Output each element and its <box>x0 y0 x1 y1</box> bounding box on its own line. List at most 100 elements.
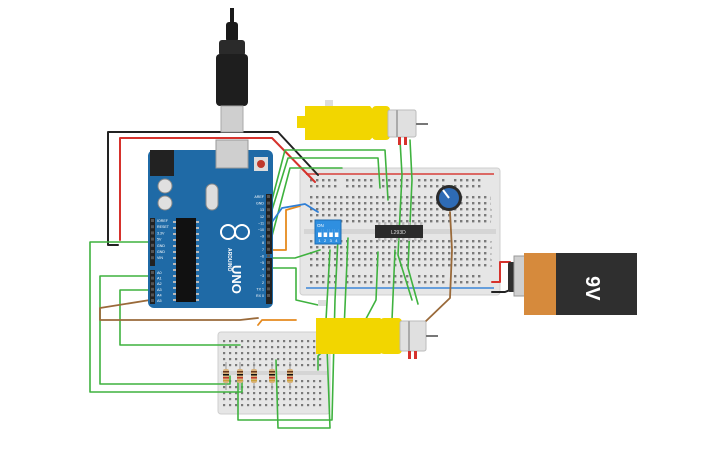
breadboard-hole[interactable] <box>358 202 361 205</box>
breadboard-hole[interactable] <box>265 340 268 343</box>
breadboard-hole[interactable] <box>466 240 469 243</box>
rail-hole[interactable] <box>436 281 439 284</box>
breadboard-hole[interactable] <box>265 364 268 367</box>
breadboard-hole[interactable] <box>277 380 280 383</box>
header-pin[interactable] <box>151 243 154 247</box>
breadboard-hole[interactable] <box>472 264 475 267</box>
breadboard-hole[interactable] <box>406 208 409 211</box>
breadboard-hole[interactable] <box>271 398 274 401</box>
resistor[interactable] <box>251 362 257 390</box>
breadboard-hole[interactable] <box>442 246 445 249</box>
breadboard-hole[interactable] <box>466 214 469 217</box>
breadboard-hole[interactable] <box>412 202 415 205</box>
breadboard-hole[interactable] <box>484 208 487 211</box>
resistor[interactable] <box>223 362 229 390</box>
breadboard-hole[interactable] <box>241 346 244 349</box>
breadboard-hole[interactable] <box>241 398 244 401</box>
breadboard-hole[interactable] <box>466 220 469 223</box>
breadboard-hole[interactable] <box>388 258 391 261</box>
breadboard-hole[interactable] <box>319 398 322 401</box>
breadboard-hole[interactable] <box>388 196 391 199</box>
breadboard-hole[interactable] <box>322 252 325 255</box>
breadboard-hole[interactable] <box>394 246 397 249</box>
breadboard-hole[interactable] <box>346 214 349 217</box>
dc-motor-bottom[interactable] <box>316 300 438 359</box>
rail-hole[interactable] <box>382 179 385 182</box>
breadboard-hole[interactable] <box>283 392 286 395</box>
rail-hole[interactable] <box>418 275 421 278</box>
rail-hole[interactable] <box>322 281 325 284</box>
rail-hole[interactable] <box>478 275 481 278</box>
breadboard-hole[interactable] <box>316 208 319 211</box>
breadboard-hole[interactable] <box>442 258 445 261</box>
breadboard-hole[interactable] <box>322 208 325 211</box>
rail-hole[interactable] <box>418 185 421 188</box>
breadboard-hole[interactable] <box>310 196 313 199</box>
breadboard-hole[interactable] <box>322 264 325 267</box>
resistor[interactable] <box>237 362 243 390</box>
breadboard-hole[interactable] <box>289 352 292 355</box>
breadboard-hole[interactable] <box>424 220 427 223</box>
breadboard-hole[interactable] <box>358 208 361 211</box>
breadboard-hole[interactable] <box>388 252 391 255</box>
breadboard-hole[interactable] <box>436 214 439 217</box>
breadboard-hole[interactable] <box>319 392 322 395</box>
header-pin[interactable] <box>267 247 270 251</box>
breadboard-hole[interactable] <box>424 246 427 249</box>
rail-hole[interactable] <box>382 185 385 188</box>
battery-9v[interactable]: 9V <box>508 253 637 315</box>
breadboard-hole[interactable] <box>283 398 286 401</box>
header-pin[interactable] <box>267 254 270 258</box>
breadboard-hole[interactable] <box>412 240 415 243</box>
header-pin[interactable] <box>151 250 154 253</box>
breadboard-hole[interactable] <box>316 246 319 249</box>
breadboard-hole[interactable] <box>352 252 355 255</box>
breadboard-hole[interactable] <box>376 202 379 205</box>
rail-hole[interactable] <box>478 185 481 188</box>
breadboard-hole[interactable] <box>478 252 481 255</box>
breadboard-hole[interactable] <box>454 252 457 255</box>
breadboard-hole[interactable] <box>382 208 385 211</box>
breadboard-hole[interactable] <box>484 252 487 255</box>
rail-hole[interactable] <box>352 275 355 278</box>
breadboard-hole[interactable] <box>400 208 403 211</box>
header-pin[interactable] <box>151 256 154 260</box>
rail-hole[interactable] <box>334 179 337 182</box>
breadboard-hole[interactable] <box>400 258 403 261</box>
breadboard-hole[interactable] <box>229 404 232 407</box>
breadboard-hole[interactable] <box>235 386 238 389</box>
breadboard-hole[interactable] <box>265 380 268 383</box>
breadboard-hole[interactable] <box>406 252 409 255</box>
rail-hole[interactable] <box>388 275 391 278</box>
header-pin[interactable] <box>267 261 270 264</box>
breadboard-hole[interactable] <box>370 252 373 255</box>
header-pin[interactable] <box>151 276 154 280</box>
breadboard-hole[interactable] <box>424 252 427 255</box>
breadboard-hole[interactable] <box>313 364 316 367</box>
rail-hole[interactable] <box>364 281 367 284</box>
breadboard-hole[interactable] <box>277 364 280 367</box>
breadboard-hole[interactable] <box>484 214 487 217</box>
breadboard-hole[interactable] <box>388 208 391 211</box>
breadboard-hole[interactable] <box>478 214 481 217</box>
breadboard-hole[interactable] <box>301 352 304 355</box>
breadboard-hole[interactable] <box>454 246 457 249</box>
breadboard-hole[interactable] <box>316 264 319 267</box>
breadboard-hole[interactable] <box>229 358 232 361</box>
breadboard-hole[interactable] <box>307 404 310 407</box>
breadboard-hole[interactable] <box>478 264 481 267</box>
breadboard-hole[interactable] <box>394 220 397 223</box>
breadboard-hole[interactable] <box>358 252 361 255</box>
rail-hole[interactable] <box>328 185 331 188</box>
breadboard-hole[interactable] <box>460 202 463 205</box>
rail-hole[interactable] <box>322 275 325 278</box>
breadboard-hole[interactable] <box>271 404 274 407</box>
rail-hole[interactable] <box>394 185 397 188</box>
breadboard-hole[interactable] <box>259 380 262 383</box>
breadboard-hole[interactable] <box>295 380 298 383</box>
breadboard-hole[interactable] <box>352 214 355 217</box>
potentiometer-knob-icon[interactable] <box>436 185 462 211</box>
breadboard-hole[interactable] <box>448 240 451 243</box>
breadboard-hole[interactable] <box>466 202 469 205</box>
breadboard-hole[interactable] <box>283 364 286 367</box>
